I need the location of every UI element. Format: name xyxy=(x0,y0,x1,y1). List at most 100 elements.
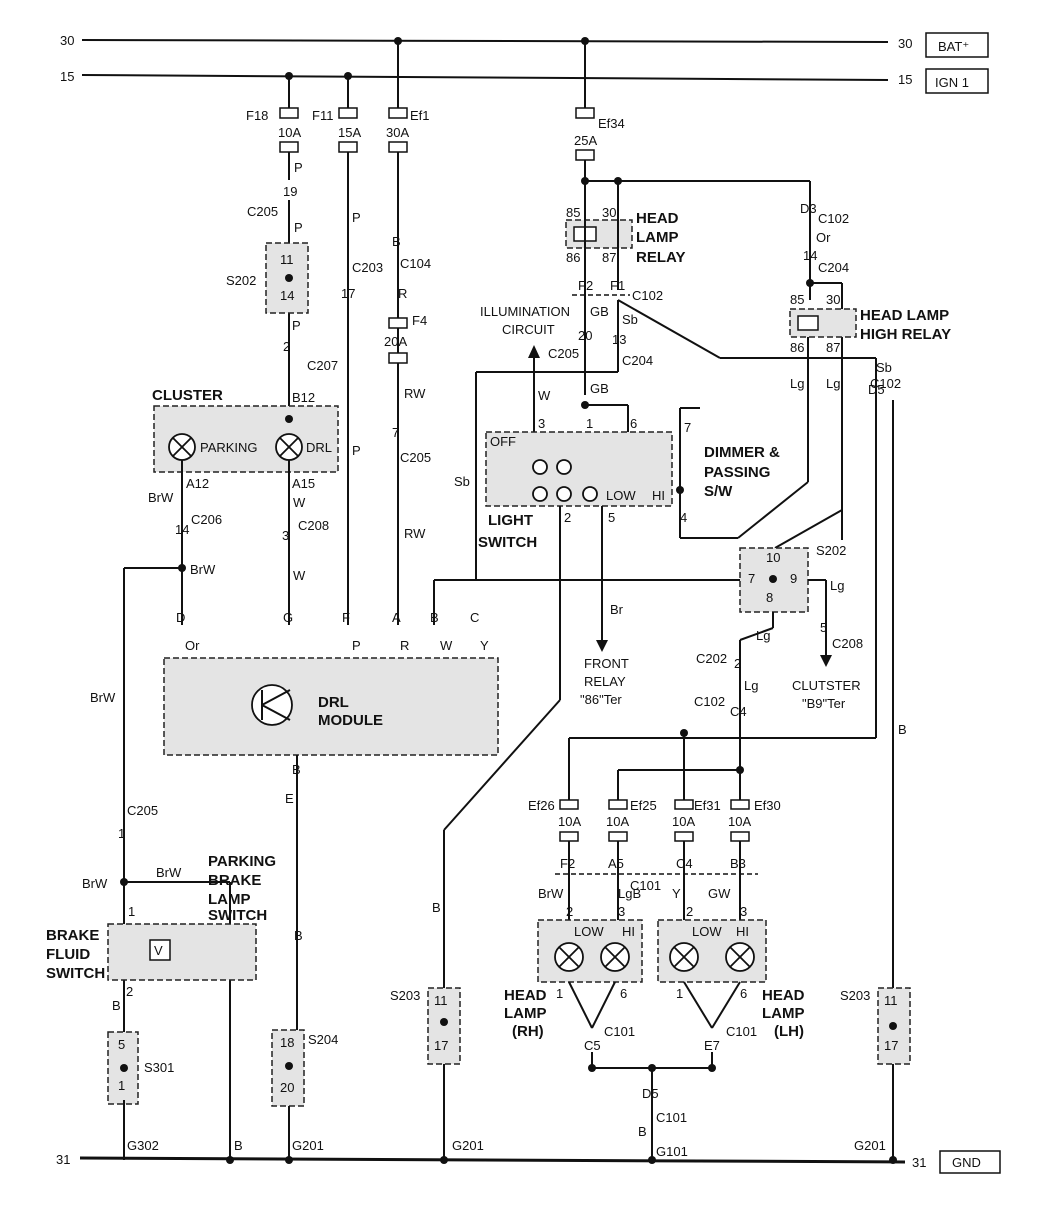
svg-text:30A: 30A xyxy=(386,125,409,140)
svg-text:10A: 10A xyxy=(606,814,629,829)
splice-s203-left: B 11 17 S203 G201 xyxy=(390,506,561,1164)
head-lamp-lh: 2 3 LOW HI 1 6 C101 E7 HEAD LAMP (LH) xyxy=(657,904,805,1053)
svg-text:C102: C102 xyxy=(870,376,901,391)
front-relay-feed: Br FRONT RELAY "86"Ter xyxy=(580,506,629,707)
svg-text:C4: C4 xyxy=(730,704,747,719)
svg-text:2: 2 xyxy=(564,510,571,525)
splice-s204: 18 20 S204 G201 xyxy=(271,1029,338,1164)
svg-text:OFF: OFF xyxy=(490,434,516,449)
svg-text:13: 13 xyxy=(612,332,626,347)
gnd-label: GND xyxy=(952,1155,981,1170)
svg-text:BrW: BrW xyxy=(156,865,182,880)
svg-text:P: P xyxy=(352,210,361,225)
svg-text:C101: C101 xyxy=(656,1110,687,1125)
svg-text:11: 11 xyxy=(280,252,294,267)
svg-text:3: 3 xyxy=(618,904,625,919)
svg-text:Y: Y xyxy=(672,886,681,901)
svg-text:D: D xyxy=(176,610,185,625)
svg-text:S/W: S/W xyxy=(704,483,733,500)
svg-text:10A: 10A xyxy=(558,814,581,829)
svg-text:C101: C101 xyxy=(726,1024,757,1039)
svg-text:PARKING: PARKING xyxy=(200,440,258,455)
svg-text:Sb: Sb xyxy=(876,360,892,375)
svg-text:C5: C5 xyxy=(584,1038,601,1053)
svg-text:B12: B12 xyxy=(292,390,315,405)
ign-label: IGN 1 xyxy=(935,75,969,90)
svg-text:30: 30 xyxy=(826,292,840,307)
brake-switches: C205 1 BrW BrW PARKING BRAKE LAMP SWITCH… xyxy=(46,803,276,1164)
svg-text:1: 1 xyxy=(676,986,683,1001)
svg-text:31: 31 xyxy=(56,1152,70,1167)
head-lamp-high-relay: D3 C102 Or 14 C204 85 30 86 87 HEAD LAMP… xyxy=(679,201,951,549)
svg-text:2: 2 xyxy=(734,656,741,671)
svg-text:LAMP: LAMP xyxy=(636,229,679,246)
svg-text:"86"Ter: "86"Ter xyxy=(580,692,622,707)
svg-text:HEAD: HEAD xyxy=(504,987,547,1004)
svg-text:Ef25: Ef25 xyxy=(630,798,657,813)
svg-text:Sb: Sb xyxy=(454,474,470,489)
svg-text:MODULE: MODULE xyxy=(318,712,383,729)
svg-text:5: 5 xyxy=(820,620,827,635)
svg-text:G201: G201 xyxy=(292,1138,324,1153)
svg-text:Ef31: Ef31 xyxy=(694,798,721,813)
svg-text:HI: HI xyxy=(622,924,635,939)
svg-text:17: 17 xyxy=(341,286,355,301)
head-lamp-relay: 85 30 86 87 HEAD LAMP RELAY F2 F1 C102 G… xyxy=(433,181,892,738)
svg-text:C204: C204 xyxy=(818,260,849,275)
svg-text:HEAD LAMP: HEAD LAMP xyxy=(860,307,949,324)
svg-text:G: G xyxy=(283,610,293,625)
head-lamp-rh: 2 3 LOW HI 1 6 C101 C5 HEAD LAMP (RH) xyxy=(504,904,643,1053)
svg-text:DRL: DRL xyxy=(306,440,332,455)
svg-text:14: 14 xyxy=(280,288,294,303)
svg-text:S202: S202 xyxy=(226,273,256,288)
svg-text:B: B xyxy=(638,1124,647,1139)
svg-text:(LH): (LH) xyxy=(774,1023,804,1040)
svg-text:1: 1 xyxy=(586,416,593,431)
svg-text:PASSING: PASSING xyxy=(704,464,770,481)
svg-text:87: 87 xyxy=(602,250,616,265)
svg-text:BrW: BrW xyxy=(190,562,216,577)
svg-text:C102: C102 xyxy=(632,288,663,303)
svg-text:F4: F4 xyxy=(412,313,427,328)
svg-text:18: 18 xyxy=(280,1035,294,1050)
svg-text:Br: Br xyxy=(610,602,624,617)
svg-text:F1: F1 xyxy=(610,278,625,293)
svg-text:S203: S203 xyxy=(840,988,870,1003)
svg-text:C205: C205 xyxy=(247,204,278,219)
svg-text:E: E xyxy=(285,791,294,806)
svg-text:C204: C204 xyxy=(622,353,653,368)
svg-text:87: 87 xyxy=(826,340,840,355)
svg-text:20: 20 xyxy=(280,1080,294,1095)
svg-text:Lg: Lg xyxy=(826,376,840,391)
svg-text:C205: C205 xyxy=(548,346,579,361)
svg-text:5: 5 xyxy=(118,1037,125,1052)
svg-text:B: B xyxy=(292,762,301,777)
svg-text:1: 1 xyxy=(556,986,563,1001)
svg-text:DIMMER &: DIMMER & xyxy=(704,444,780,461)
svg-text:LAMP: LAMP xyxy=(208,891,251,908)
svg-text:W: W xyxy=(440,638,453,653)
svg-text:LAMP: LAMP xyxy=(762,1005,805,1022)
svg-text:C202: C202 xyxy=(696,651,727,666)
svg-text:85: 85 xyxy=(790,292,804,307)
svg-text:R: R xyxy=(400,638,409,653)
svg-text:Or: Or xyxy=(816,230,831,245)
svg-text:C205: C205 xyxy=(400,450,431,465)
svg-text:C206: C206 xyxy=(191,512,222,527)
svg-text:P: P xyxy=(294,220,303,235)
svg-text:15A: 15A xyxy=(338,125,361,140)
ground-g101: D5 C101 B G101 xyxy=(588,1052,716,1164)
svg-text:C205: C205 xyxy=(127,803,158,818)
svg-text:HI: HI xyxy=(736,924,749,939)
svg-text:BRAKE: BRAKE xyxy=(208,872,261,889)
splice-s202-b: S202 10 7 9 8 Lg 5 C208 CLUTSTER "B9"Ter… xyxy=(434,543,863,770)
svg-text:ILLUMINATION: ILLUMINATION xyxy=(480,304,570,319)
svg-text:LIGHT: LIGHT xyxy=(488,512,533,529)
svg-text:BrW: BrW xyxy=(82,876,108,891)
svg-text:2: 2 xyxy=(566,904,573,919)
svg-text:CLUSTER: CLUSTER xyxy=(152,387,223,404)
fuse-ef1: Ef1 30A B C104 R xyxy=(386,41,431,625)
svg-text:C102: C102 xyxy=(818,211,849,226)
svg-text:3: 3 xyxy=(538,416,545,431)
